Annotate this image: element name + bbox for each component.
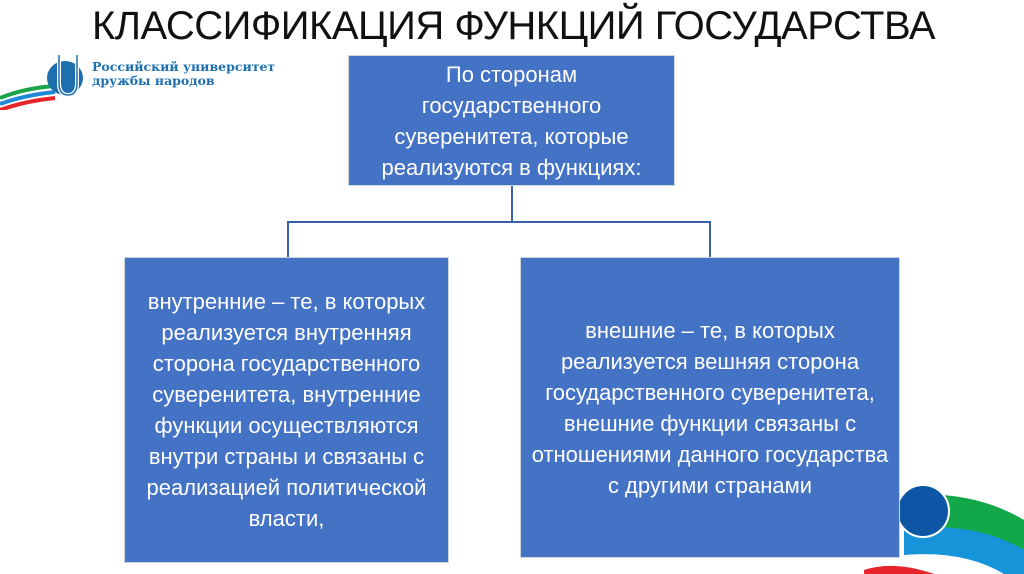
- connector-horizontal: [287, 221, 711, 223]
- connector-vertical: [511, 186, 513, 222]
- university-name: Российский университет дружбы народов: [92, 60, 275, 88]
- slide-title: КЛАССИФИКАЦИЯ ФУНКЦИЙ ГОСУДАРСТВА: [92, 4, 936, 48]
- internal-functions-box: внутренние – те, в которых реализуется в…: [124, 257, 449, 563]
- logo-line-2: дружбы народов: [92, 73, 215, 88]
- connector-left: [287, 221, 289, 257]
- university-logo-icon: [47, 55, 83, 98]
- root-box: По сторонам государственного суверенитет…: [348, 55, 675, 186]
- logo-line-1: Российский университет: [92, 59, 276, 74]
- external-functions-box: внешние – те, в которых реализуется вешн…: [520, 257, 900, 558]
- root-text: По сторонам государственного суверенитет…: [381, 61, 642, 180]
- external-text: внешние – те, в которых реализуется вешн…: [531, 317, 889, 498]
- connector-right: [709, 221, 711, 257]
- internal-text: внутренние – те, в которых реализуется в…: [146, 289, 427, 531]
